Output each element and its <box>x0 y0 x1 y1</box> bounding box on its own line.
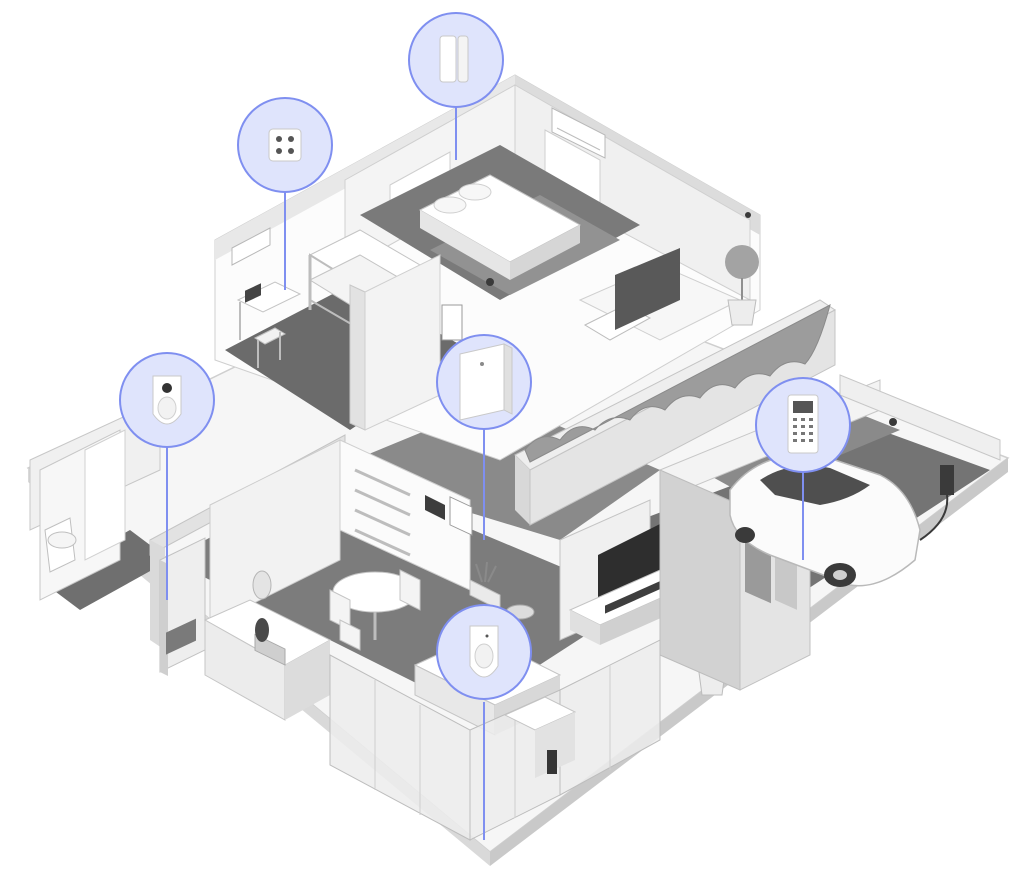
door-contact-sensor-icon <box>439 35 469 83</box>
motion-detector-icon <box>469 625 499 678</box>
motion-camera-detector-icon <box>152 375 182 425</box>
motion-camera-detector-hotspot[interactable] <box>119 352 215 448</box>
hub-control-panel-hotspot[interactable] <box>436 334 532 430</box>
smart-button-icon <box>268 128 302 162</box>
keypad-icon <box>787 394 819 454</box>
device-connectors <box>166 100 804 840</box>
upper-floor <box>214 74 836 526</box>
motion-detector-hotspot[interactable] <box>436 604 532 700</box>
bathroom-floor <box>40 530 170 610</box>
smart-button-hotspot[interactable] <box>237 97 333 193</box>
door-contact-sensor-hotspot[interactable] <box>408 12 504 108</box>
hub-control-panel-icon <box>459 343 513 421</box>
ground-walls <box>29 374 1001 841</box>
keypad-hotspot[interactable] <box>755 377 851 473</box>
